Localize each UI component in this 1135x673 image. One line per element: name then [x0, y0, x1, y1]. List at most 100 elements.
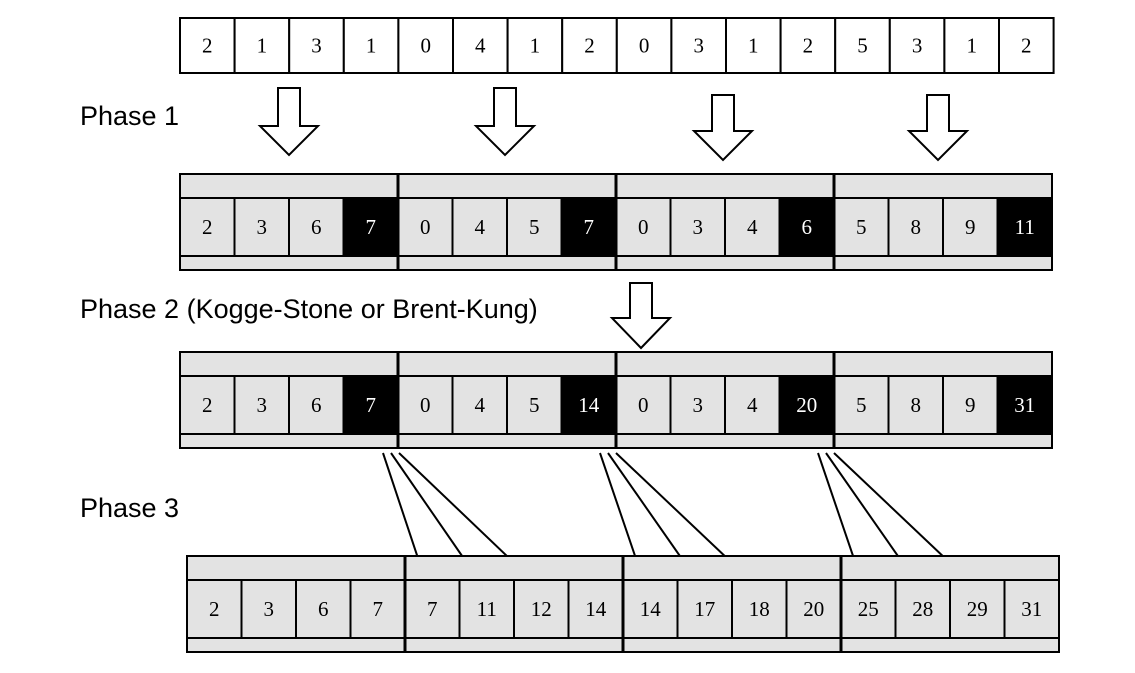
section-bottom-band — [833, 433, 1053, 449]
input-cell-value: 4 — [475, 34, 486, 58]
array-cell-value: 6 — [802, 215, 813, 239]
array-cell — [506, 375, 563, 435]
array-cell — [949, 579, 1006, 639]
array-cell-value: 20 — [803, 597, 824, 621]
input-cell-value: 5 — [857, 34, 868, 58]
array-cell-value: 28 — [912, 597, 933, 621]
section-bottom-band — [622, 637, 842, 653]
array-cell-value: 5 — [856, 393, 867, 417]
array-cell-value: 5 — [529, 393, 540, 417]
input-cell — [615, 17, 673, 74]
array-cell — [513, 579, 570, 639]
array-cell-value: 14 — [585, 597, 607, 621]
array-cell — [942, 375, 999, 435]
section-sum-cell — [996, 375, 1053, 435]
array-cell-value: 14 — [640, 597, 662, 621]
phase-1-arrow-2 — [473, 87, 537, 157]
phase-1-arrow-1 — [257, 87, 321, 157]
section-bottom-band — [840, 637, 1060, 653]
input-cell-value: 2 — [803, 34, 814, 58]
array-cell — [894, 579, 951, 639]
array-cell-value: 6 — [311, 393, 322, 417]
input-cell-value: 1 — [748, 34, 759, 58]
array-cell-value: 14 — [578, 393, 600, 417]
array-cell-value: 3 — [264, 597, 275, 621]
array-cell-value: 3 — [693, 393, 704, 417]
array-cell-value: 7 — [373, 597, 384, 621]
section-top-band — [186, 555, 406, 581]
array-cell — [724, 375, 781, 435]
array-cell — [397, 197, 454, 257]
input-cell — [506, 17, 564, 74]
array-cell-value: 7 — [366, 215, 377, 239]
array-cell-value: 11 — [477, 597, 497, 621]
input-cell-value: 2 — [202, 34, 213, 58]
array-cell-value: 3 — [693, 215, 704, 239]
input-cell — [834, 17, 891, 74]
array-cell-value: 9 — [965, 215, 976, 239]
input-cell-value: 3 — [693, 34, 704, 58]
section-top-band — [179, 351, 399, 377]
section-bottom-band — [615, 255, 835, 271]
input-cell-value: 1 — [366, 34, 377, 58]
array-cell-value: 9 — [965, 393, 976, 417]
section-bottom-band — [397, 433, 617, 449]
input-cell — [888, 17, 946, 74]
array-cell — [186, 579, 243, 639]
array-cell — [179, 375, 236, 435]
section-bottom-band — [404, 637, 624, 653]
input-cell-value: 1 — [966, 34, 977, 58]
section-top-band — [840, 555, 1060, 581]
section-bottom-band — [397, 255, 617, 271]
section-sum-cell — [778, 197, 835, 257]
phase-3-section: 7 11 12 14 — [404, 555, 624, 653]
array-cell-value: 18 — [749, 597, 770, 621]
array-cell — [833, 375, 890, 435]
array-cell-value: 6 — [311, 215, 322, 239]
array-cell-value: 31 — [1021, 597, 1042, 621]
array-cell-value: 7 — [584, 215, 595, 239]
input-cell-value: 3 — [912, 34, 923, 58]
array-cell — [676, 579, 733, 639]
array-cell — [349, 579, 406, 639]
section-top-band — [179, 173, 399, 199]
input-cell — [670, 17, 728, 74]
section-bottom-band — [179, 255, 399, 271]
section-top-band — [397, 351, 617, 377]
section-sum-cell — [560, 197, 617, 257]
input-cell-value: 0 — [639, 34, 650, 58]
section-bottom-band — [186, 637, 406, 653]
array-cell-value: 7 — [427, 597, 438, 621]
section-top-band — [622, 555, 842, 581]
array-cell-value: 12 — [531, 597, 552, 621]
input-cell — [288, 17, 345, 74]
input-cell — [452, 17, 509, 74]
array-cell-value: 31 — [1014, 393, 1035, 417]
array-cell — [669, 375, 726, 435]
input-cell — [179, 17, 236, 74]
array-cell-value: 11 — [1015, 215, 1035, 239]
array-cell-value: 8 — [911, 215, 922, 239]
phase-1-arrow-3 — [691, 94, 755, 162]
input-cell-value: 2 — [584, 34, 595, 58]
array-cell-value: 2 — [209, 597, 220, 621]
array-cell-value: 0 — [638, 393, 649, 417]
section-bottom-band — [833, 255, 1053, 271]
array-cell-value: 4 — [747, 215, 758, 239]
input-cell — [998, 17, 1055, 74]
input-cell-value: 1 — [257, 34, 268, 58]
phase-2-label: Phase 2 (Kogge-Stone or Brent-Kung) — [80, 294, 538, 324]
phase-1-label: Phase 1 — [80, 101, 179, 131]
